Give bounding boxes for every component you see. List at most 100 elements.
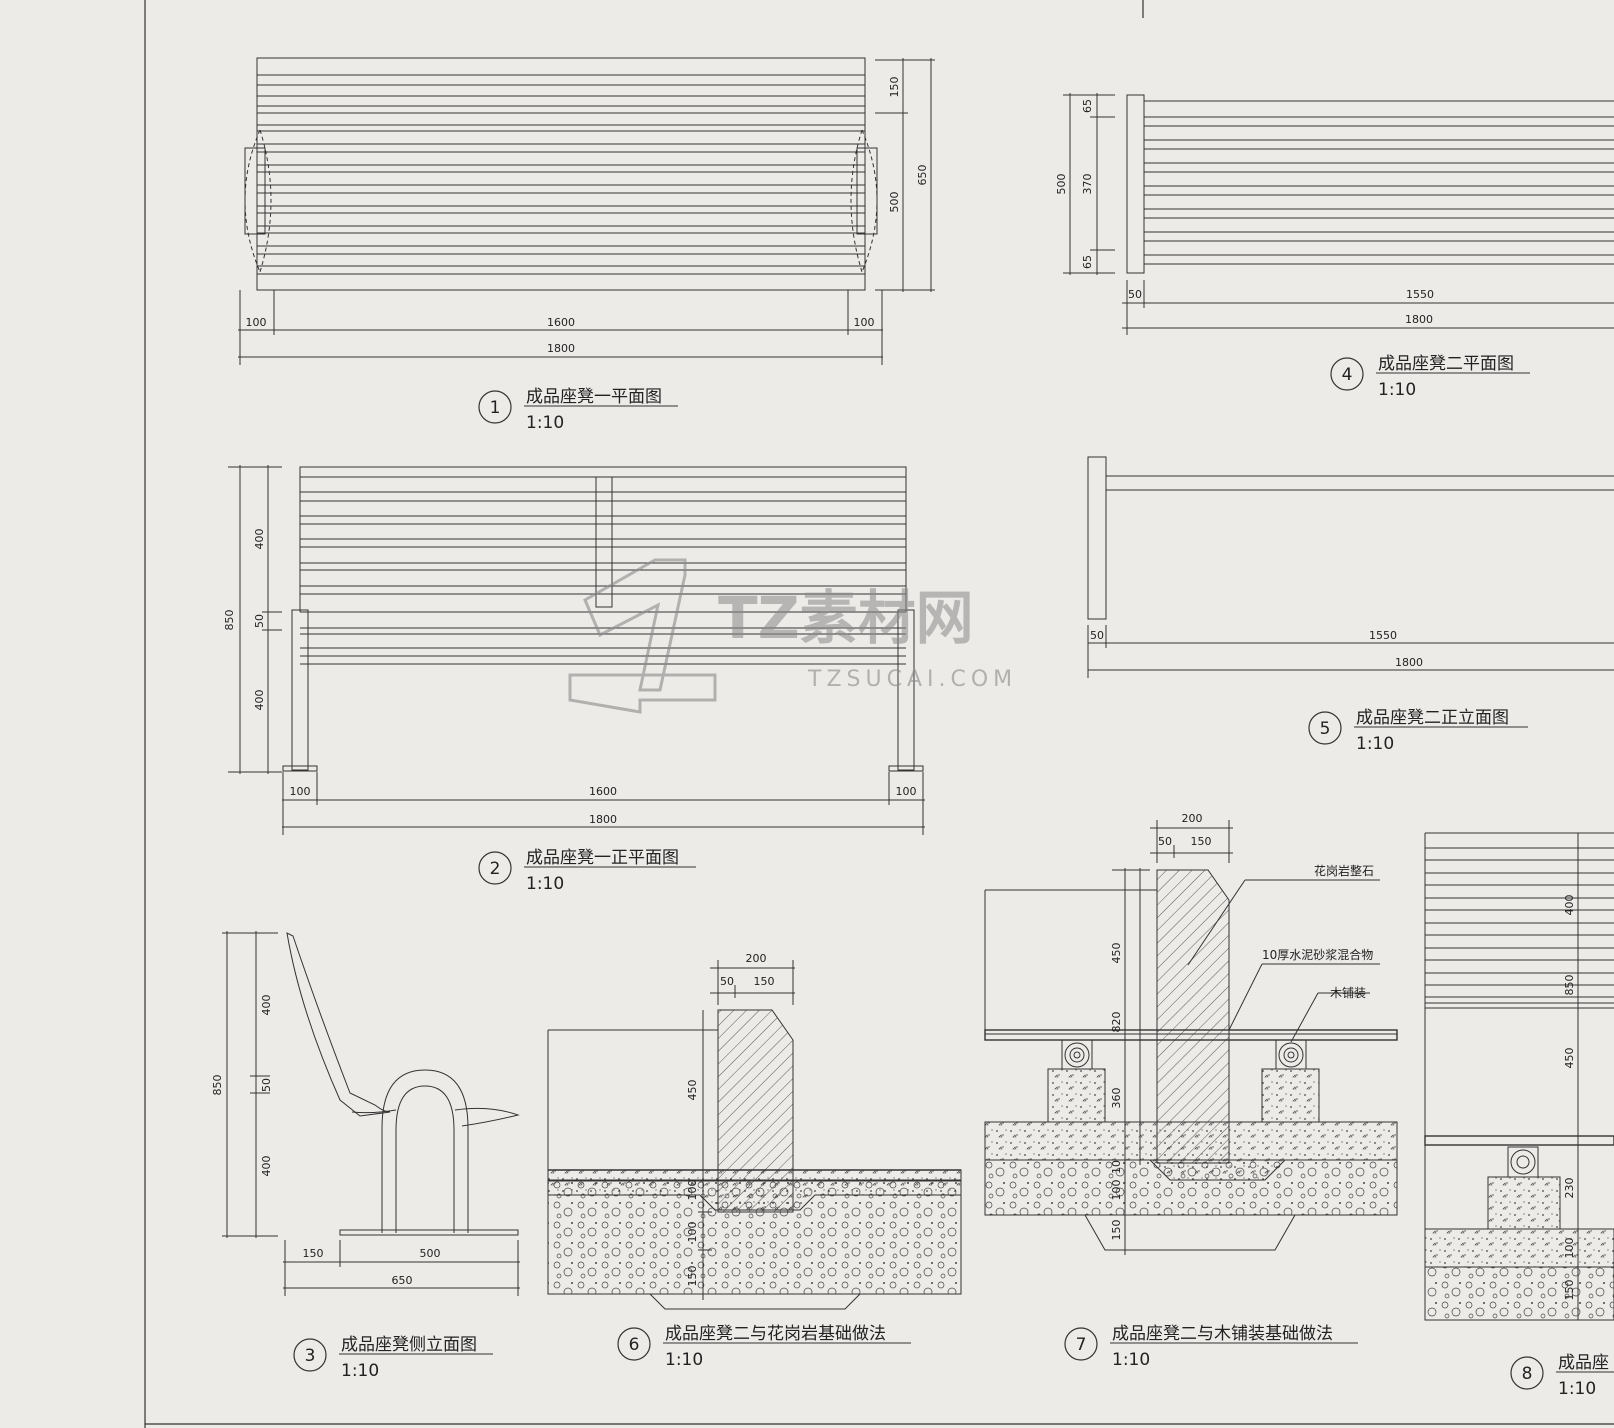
v3-dim-850: 850 [211, 1075, 224, 1096]
view-1-number: 1 [490, 398, 501, 418]
view-7-name: 成品座凳二与木铺装基础做法 [1112, 1324, 1333, 1344]
view-3-number: 3 [305, 1346, 316, 1366]
view-5-name: 成品座凳二正立面图 [1356, 708, 1509, 728]
note-mortar: 10厚水泥砂浆混合物 [1262, 947, 1373, 962]
v5-dim-1800: 1800 [1395, 656, 1423, 669]
v2-dim-100-right: 100 [896, 785, 917, 798]
v6-dim-150-v: 150 [686, 1266, 699, 1287]
watermark-logo-icon [568, 558, 717, 714]
v2-dim-1600: 1600 [589, 785, 617, 798]
v7-dim-150: 150 [1191, 835, 1212, 848]
v7-dim-200: 200 [1182, 812, 1203, 825]
v2-dim-50: 50 [253, 614, 266, 628]
v2-dim-1800: 1800 [589, 813, 617, 826]
v1-dim-650: 650 [916, 165, 929, 186]
v4-dim-65-bottom: 65 [1081, 255, 1094, 269]
view-7-number: 7 [1076, 1335, 1087, 1355]
v6-dim-100-a: 100 [686, 1180, 699, 1201]
view-2-number: 2 [490, 859, 501, 879]
v2-dim-850: 850 [223, 610, 236, 631]
v1-dim-500: 500 [888, 192, 901, 213]
v1-dim-100-left: 100 [246, 316, 267, 329]
view-3-side [222, 931, 520, 1296]
view-2-title: 2 成品座凳一正平面图 1:10 [478, 848, 696, 894]
v6-dim-450: 450 [686, 1080, 699, 1101]
view-8-title: 8 成品座 1:10 [1510, 1353, 1614, 1399]
v4-dim-1550: 1550 [1406, 288, 1434, 301]
view-3-name: 成品座凳侧立面图 [341, 1335, 477, 1355]
v3-dim-400-top: 400 [260, 995, 273, 1016]
view-2-scale: 1:10 [526, 874, 564, 894]
v4-dim-370: 370 [1081, 174, 1094, 195]
v6-dim-50: 50 [720, 975, 734, 988]
v6-dim-200: 200 [746, 952, 767, 965]
v7-dim-360: 360 [1110, 1088, 1123, 1109]
view-2-elevation [228, 465, 925, 835]
view-4-scale: 1:10 [1378, 380, 1416, 400]
view-5-number: 5 [1320, 719, 1331, 739]
v1-dim-1600: 1600 [547, 316, 575, 329]
v8-dim-100: 100 [1563, 1238, 1576, 1259]
v8-dim-850: 850 [1563, 975, 1576, 996]
v7-dim-820: 820 [1110, 1012, 1123, 1033]
view-5-title: 5 成品座凳二正立面图 1:10 [1308, 708, 1528, 754]
view-6-name: 成品座凳二与花岗岩基础做法 [665, 1324, 886, 1344]
v3-dim-500: 500 [420, 1247, 441, 1260]
view-5-elevation [1087, 456, 1614, 678]
view-6-scale: 1:10 [665, 1350, 703, 1370]
view-6-title: 6 成品座凳二与花岗岩基础做法 1:10 [617, 1324, 911, 1370]
view-7-scale: 1:10 [1112, 1350, 1150, 1370]
v1-dim-100-right: 100 [854, 316, 875, 329]
v7-dim-150-v: 150 [1110, 1220, 1123, 1241]
v1-dim-150: 150 [888, 77, 901, 98]
view-4-number: 4 [1342, 365, 1353, 385]
v8-dim-450: 450 [1563, 1048, 1576, 1069]
note-wood: 木铺装 [1330, 986, 1366, 1000]
v2-dim-100-left: 100 [290, 785, 311, 798]
watermark-url: TZSUCAI.COM [807, 667, 1017, 692]
watermark-brand: TZ素材网 [718, 584, 974, 652]
v5-dim-1550: 1550 [1369, 629, 1397, 642]
view-1-plan [238, 57, 935, 365]
note-granite: 花岗岩整石 [1314, 863, 1374, 878]
v2-dim-400-top: 400 [253, 529, 266, 550]
view-3-scale: 1:10 [341, 1361, 379, 1381]
view-8-section [1424, 832, 1614, 1321]
v4-dim-50: 50 [1128, 288, 1142, 301]
v5-dim-50: 50 [1090, 629, 1104, 642]
view-6-number: 6 [629, 1335, 640, 1355]
view-4-name: 成品座凳二平面图 [1378, 354, 1514, 374]
view-4-plan [1063, 93, 1614, 335]
v3-dim-150: 150 [303, 1247, 324, 1260]
view-5-scale: 1:10 [1356, 734, 1394, 754]
v8-dim-150: 150 [1563, 1280, 1576, 1301]
v3-dim-650: 650 [392, 1274, 413, 1287]
view-8-scale: 1:10 [1558, 1379, 1596, 1399]
v3-dim-400-bottom: 400 [260, 1156, 273, 1177]
view-7-title: 7 成品座凳二与木铺装基础做法 1:10 [1064, 1324, 1358, 1370]
v6-dim-150: 150 [754, 975, 775, 988]
view-8-name: 成品座 [1558, 1353, 1609, 1373]
v2-dim-400-bottom: 400 [253, 690, 266, 711]
v8-dim-230: 230 [1563, 1178, 1576, 1199]
v7-dim-450: 450 [1110, 943, 1123, 964]
v8-dim-400: 400 [1563, 895, 1576, 916]
v7-dim-50: 50 [1158, 835, 1172, 848]
view-1-scale: 1:10 [526, 413, 564, 433]
v7-dim-10: 10 [1110, 1160, 1123, 1174]
view-3-title: 3 成品座凳侧立面图 1:10 [293, 1335, 493, 1381]
v4-dim-1800: 1800 [1405, 313, 1433, 326]
view-2-name: 成品座凳一正平面图 [526, 848, 679, 868]
view-8-number: 8 [1522, 1364, 1533, 1384]
view-4-title: 4 成品座凳二平面图 1:10 [1330, 354, 1530, 400]
v4-dim-65-top: 65 [1081, 99, 1094, 113]
v3-dim-50: 50 [260, 1078, 273, 1092]
v7-dim-100: 100 [1110, 1180, 1123, 1201]
view-6-section [547, 960, 962, 1310]
view-1-title: 1 成品座凳一平面图 1:10 [478, 387, 678, 433]
v4-dim-500: 500 [1055, 174, 1068, 195]
view-1-name: 成品座凳一平面图 [526, 387, 662, 407]
v6-dim-100-b: 100 [686, 1222, 699, 1243]
v1-dim-1800: 1800 [547, 342, 575, 355]
